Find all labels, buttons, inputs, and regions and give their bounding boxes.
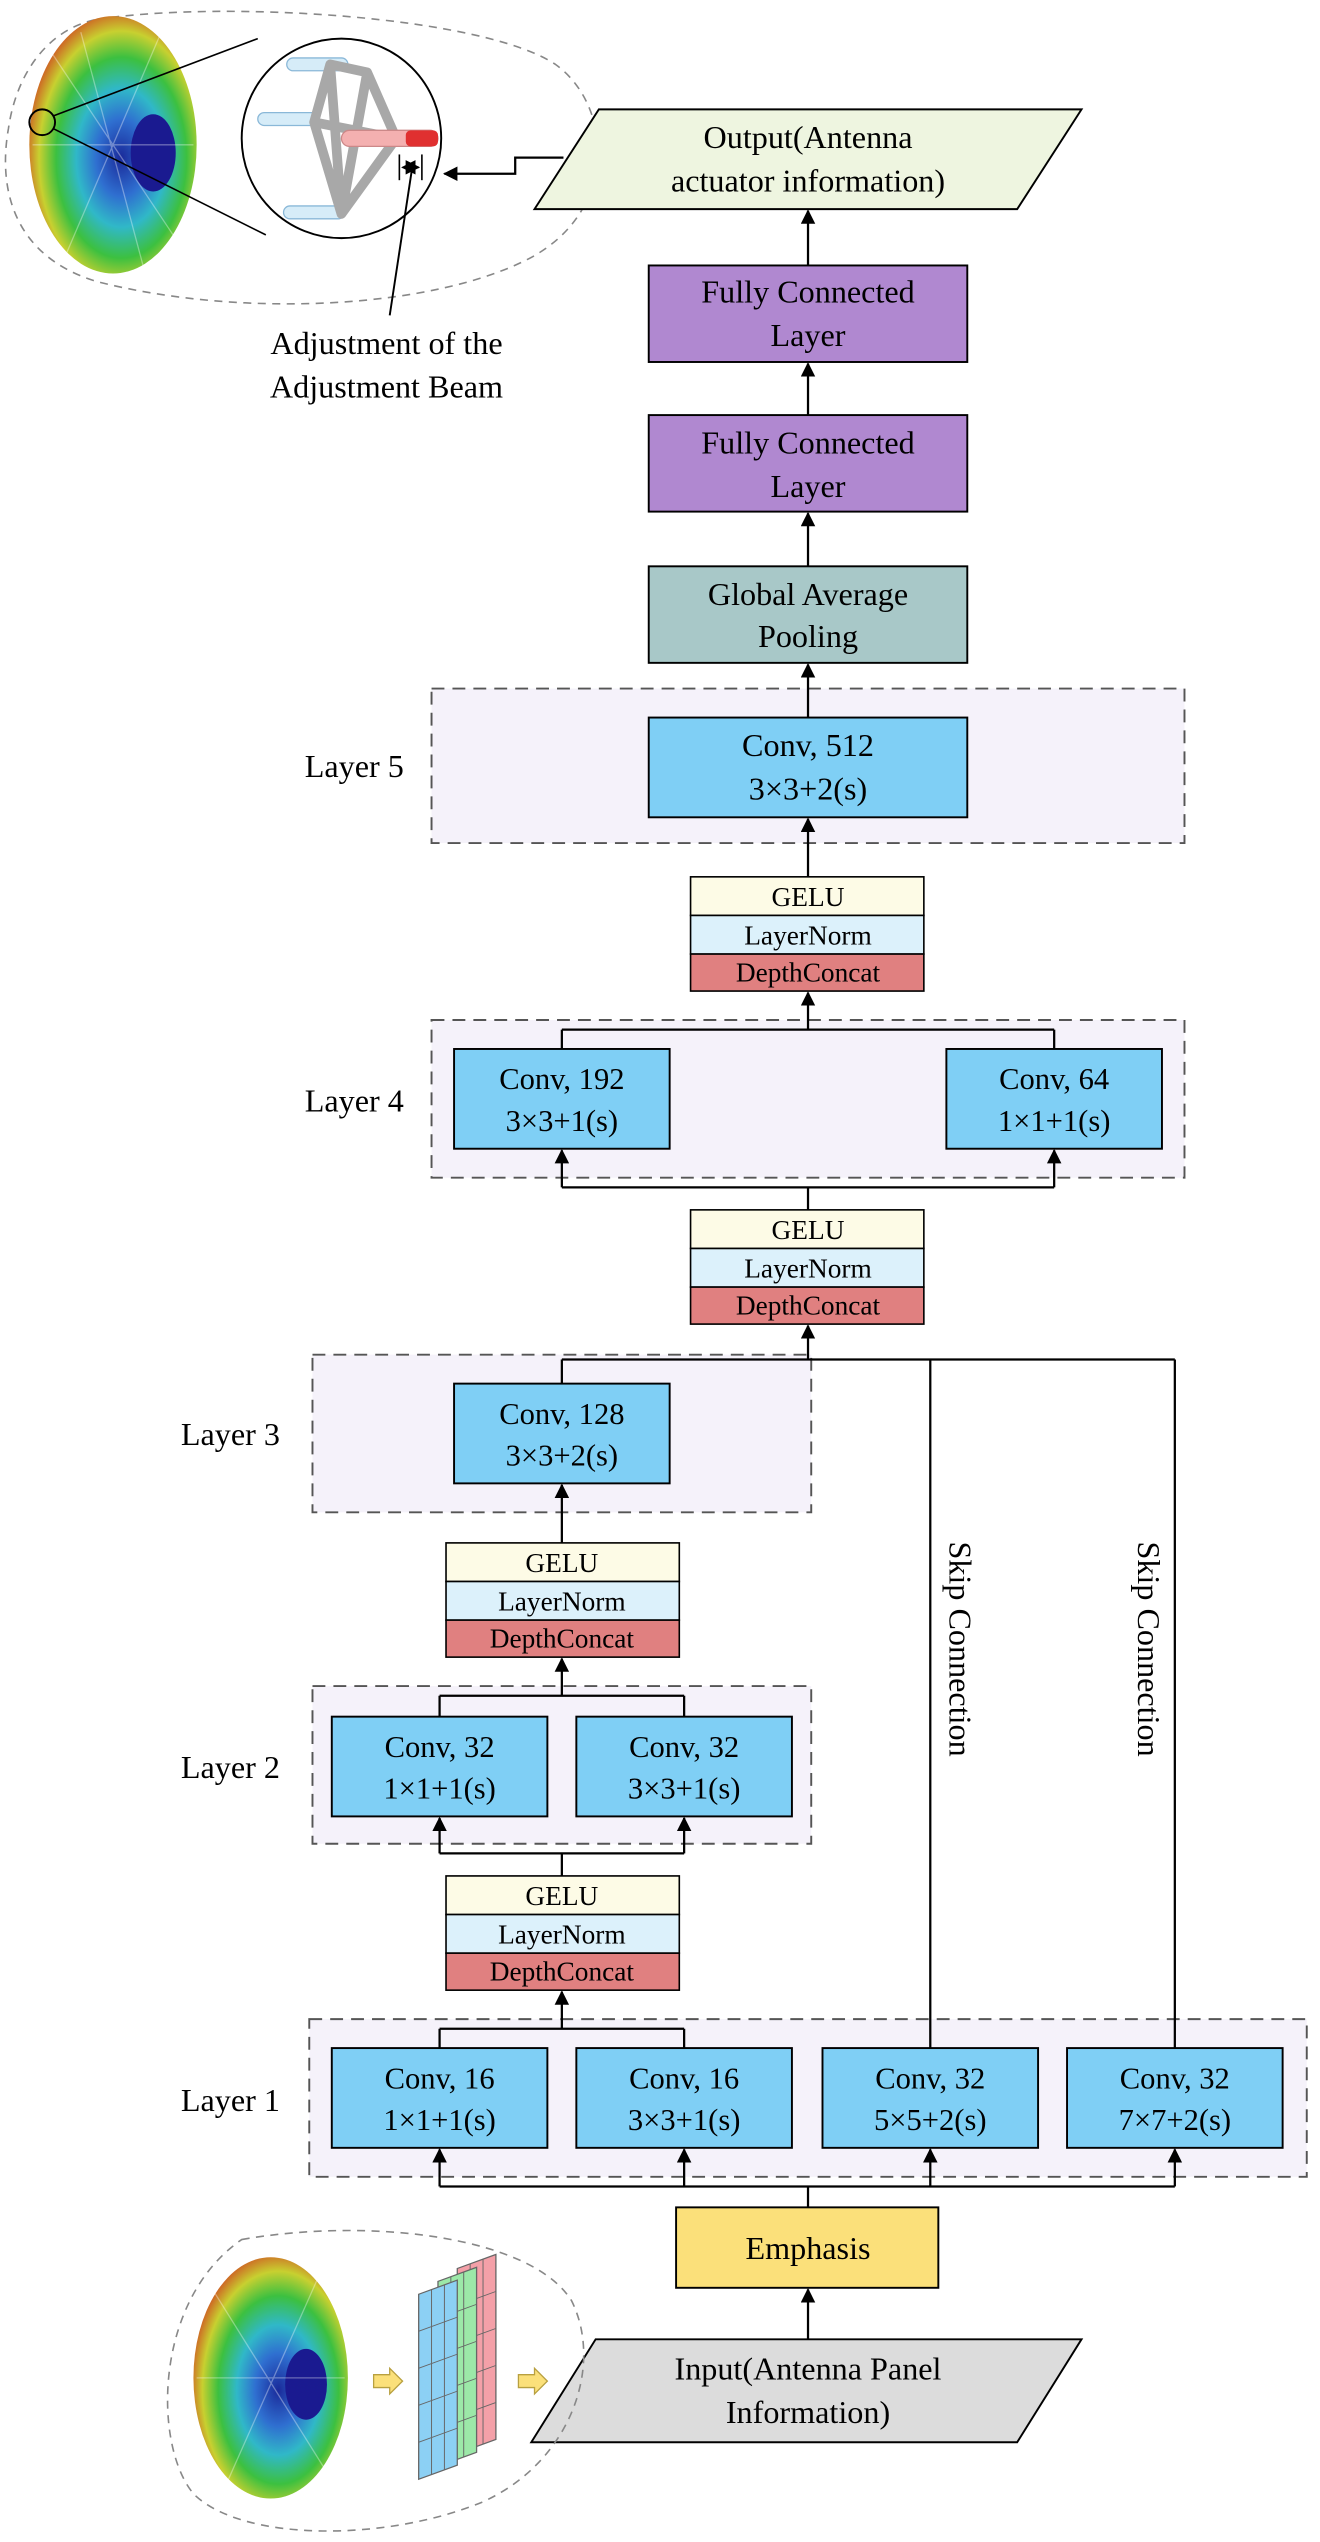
conv-32-3x3-box (575, 1715, 793, 1818)
layer-4-label: Layer 4 (305, 1083, 404, 1119)
conv-32-5x5-box (821, 2047, 1040, 2149)
connectors (432, 209, 1183, 2340)
layer-5-group: Layer 5 Conv, 512 3×3+2(s) (305, 687, 1186, 845)
layer-3-group: Layer 3 Conv, 128 3×3+2(s) (181, 1353, 813, 1514)
adjustment-note-line1: Adjustment of the (270, 325, 502, 361)
depthconcat-d: DepthConcat (490, 1957, 635, 1987)
layer-5-label: Layer 5 (305, 748, 404, 784)
norm-stack-a: GELU LayerNorm DepthConcat (689, 876, 925, 992)
fc-top-line1: Fully Connected (701, 273, 914, 309)
tensor-grid-icon (418, 2253, 497, 2481)
input-label-line2: Information) (726, 2394, 890, 2430)
input-node: Input(Antenna Panel Information) (529, 2338, 1084, 2444)
conv-128-box (453, 1382, 671, 1485)
input-dish-image (193, 2257, 348, 2499)
layernorm-d: LayerNorm (498, 1920, 626, 1950)
emphasis-label: Emphasis (745, 2230, 870, 2266)
l1-c1-title: Conv, 16 (385, 2061, 495, 2095)
fc-bottom-line2: Layer (771, 468, 846, 504)
skip-connection-label-2: Skip Connection (1131, 1541, 1167, 1756)
conv-64-spec: 1×1+1(s) (998, 1104, 1111, 1138)
input-label-line1: Input(Antenna Panel (675, 2351, 942, 2387)
layernorm-a: LayerNorm (744, 920, 872, 950)
conv-512-box (647, 716, 969, 819)
l1-c4-title: Conv, 32 (1120, 2061, 1230, 2095)
global-average-pooling: Global Average Pooling (647, 565, 969, 664)
fc-layer-bottom: Fully Connected Layer (647, 414, 969, 513)
adjustment-note-line2: Adjustment Beam (270, 368, 503, 404)
top-inset-illustration: Adjustment of the Adjustment Beam (4, 10, 599, 404)
zoom-detail-circle (240, 37, 443, 240)
conv-16-3x3-box (575, 2047, 793, 2149)
bottom-inset-illustration (166, 2229, 585, 2532)
gap-line2: Pooling (758, 618, 858, 654)
layernorm-c: LayerNorm (498, 1586, 626, 1616)
norm-stack-b: GELU LayerNorm DepthConcat (689, 1209, 925, 1325)
emphasis-node: Emphasis (675, 2206, 940, 2289)
layer-4-group: Layer 4 Conv, 192 3×3+1(s) Conv, 64 1×1+… (305, 1019, 1186, 1179)
depthconcat-c: DepthConcat (490, 1623, 635, 1653)
layer-1-group: Layer 1 Conv, 16 1×1+1(s) Conv, 16 3×3+1… (181, 2018, 1308, 2178)
l2-left-spec: 1×1+1(s) (383, 1772, 496, 1806)
norm-stack-c: GELU LayerNorm DepthConcat (445, 1542, 681, 1658)
conv-32-1x1-box (330, 1715, 549, 1818)
output-label-line1: Output(Antenna (704, 119, 913, 155)
fc-layer-top: Fully Connected Layer (647, 264, 969, 363)
conv-128-title: Conv, 128 (499, 1397, 624, 1431)
l2-right-title: Conv, 32 (629, 1730, 739, 1764)
gelu-a: GELU (772, 882, 845, 912)
l1-c1-spec: 1×1+1(s) (383, 2103, 496, 2137)
arrow-to-tensor-icon (372, 2366, 404, 2396)
layer-1-label: Layer 1 (181, 2082, 280, 2118)
l1-c2-spec: 3×3+1(s) (628, 2103, 741, 2137)
output-node: Output(Antenna actuator information) (532, 108, 1084, 211)
gap-line1: Global Average (708, 576, 908, 612)
norm-stack-d: GELU LayerNorm DepthConcat (445, 1875, 681, 1991)
l1-c4-spec: 7×7+2(s) (1119, 2103, 1232, 2137)
conv-32-7x7-box (1066, 2047, 1284, 2149)
arrow-to-input-icon (517, 2366, 549, 2396)
fc-top-line2: Layer (771, 317, 846, 353)
l2-right-spec: 3×3+1(s) (628, 1772, 741, 1806)
l1-c2-title: Conv, 16 (629, 2061, 739, 2095)
conv-192-box (453, 1048, 671, 1150)
layer-3-label: Layer 3 (181, 1416, 280, 1452)
conv-64-title: Conv, 64 (999, 1062, 1109, 1096)
conv-64-box (945, 1048, 1163, 1150)
l1-c3-spec: 5×5+2(s) (874, 2103, 987, 2137)
conv-512-title: Conv, 512 (742, 727, 874, 763)
layer-2-group: Layer 2 Conv, 32 1×1+1(s) Conv, 32 3×3+1… (181, 1685, 813, 1845)
depthconcat-a: DepthConcat (736, 957, 881, 987)
gelu-d: GELU (525, 1881, 598, 1911)
conv-192-title: Conv, 192 (499, 1062, 624, 1096)
skip-connection-label-1: Skip Connection (943, 1541, 979, 1756)
zoom-marker-circle (28, 108, 57, 137)
conv-128-spec: 3×3+2(s) (506, 1439, 619, 1473)
gelu-b: GELU (772, 1215, 845, 1245)
deformed-dish-image (29, 16, 197, 274)
fc-bottom-line1: Fully Connected (701, 425, 914, 461)
output-label-line2: actuator information) (671, 162, 945, 198)
layernorm-b: LayerNorm (744, 1253, 872, 1283)
conv-192-spec: 3×3+1(s) (506, 1104, 619, 1138)
conv-512-spec: 3×3+2(s) (749, 771, 867, 807)
l2-left-title: Conv, 32 (385, 1730, 495, 1764)
depthconcat-b: DepthConcat (736, 1290, 881, 1320)
gelu-c: GELU (525, 1548, 598, 1578)
l1-c3-title: Conv, 32 (875, 2061, 985, 2095)
layer-2-label: Layer 2 (181, 1749, 280, 1785)
